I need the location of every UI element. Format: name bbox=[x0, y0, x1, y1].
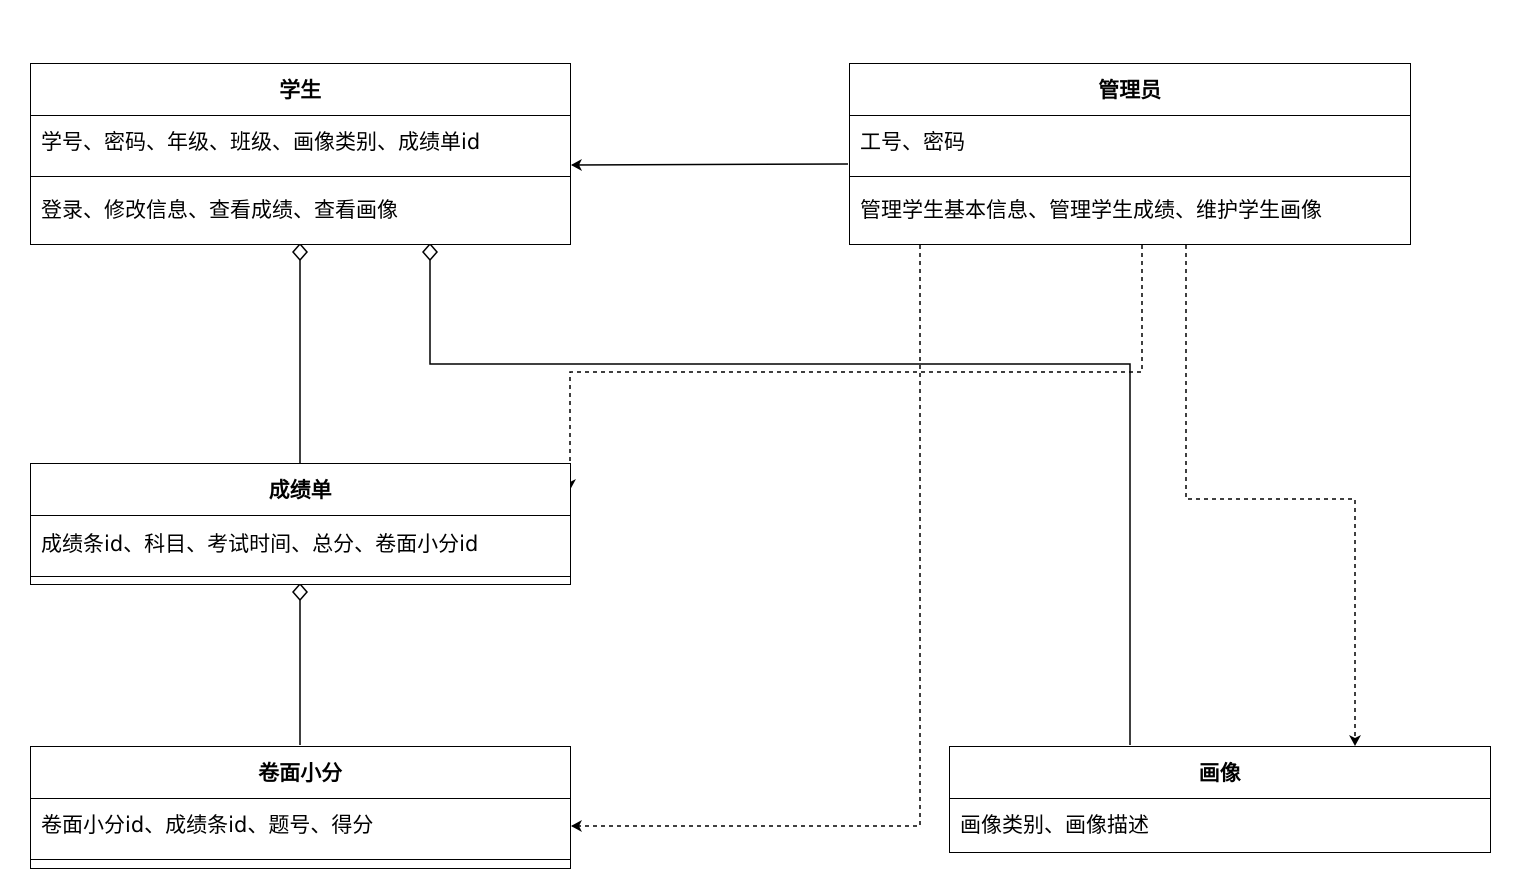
class-student-methods: 登录、修改信息、查看成绩、查看画像 bbox=[31, 176, 570, 243]
class-admin-title: 管理员 bbox=[850, 64, 1410, 116]
class-student-title: 学生 bbox=[31, 64, 570, 116]
aggregation-diamond-student-transcript bbox=[292, 242, 308, 262]
class-score-detail-attributes: 卷面小分id、成绩条id、题号、得分 bbox=[41, 813, 374, 837]
class-student-attributes: 学号、密码、年级、班级、画像类别、成绩单id bbox=[41, 130, 481, 154]
class-portrait-title: 画像 bbox=[950, 747, 1490, 799]
class-student[interactable]: 学生 学号、密码、年级、班级、画像类别、成绩单id 登录、修改信息、查看成绩、查… bbox=[30, 63, 571, 245]
class-score-detail-methods bbox=[31, 859, 570, 867]
class-portrait-attributes: 画像类别、画像描述 bbox=[960, 813, 1149, 837]
class-admin-methods: 管理学生基本信息、管理学生成绩、维护学生画像 bbox=[850, 176, 1410, 243]
dependency-admin-scoredetail bbox=[571, 245, 921, 832]
association-admin-student bbox=[571, 158, 849, 171]
aggregation-student-portrait bbox=[429, 260, 1131, 745]
dependency-admin-portrait bbox=[1185, 245, 1361, 746]
class-admin-attributes: 工号、密码 bbox=[860, 130, 965, 154]
class-transcript-methods bbox=[31, 576, 570, 583]
class-score-detail[interactable]: 卷面小分 卷面小分id、成绩条id、题号、得分 bbox=[30, 746, 571, 869]
class-transcript-attributes: 成绩条id、科目、考试时间、总分、卷面小分id bbox=[41, 532, 479, 556]
dependency-admin-transcript bbox=[564, 245, 1143, 490]
aggregation-diamond-student-portrait bbox=[422, 242, 438, 262]
class-portrait[interactable]: 画像 画像类别、画像描述 bbox=[949, 746, 1491, 853]
class-score-detail-title: 卷面小分 bbox=[31, 747, 570, 799]
class-admin[interactable]: 管理员 工号、密码 管理学生基本信息、管理学生成绩、维护学生画像 bbox=[849, 63, 1411, 245]
class-transcript-title: 成绩单 bbox=[31, 464, 570, 516]
class-transcript[interactable]: 成绩单 成绩条id、科目、考试时间、总分、卷面小分id bbox=[30, 463, 571, 585]
aggregation-diamond-transcript-scoredetail bbox=[292, 582, 308, 602]
